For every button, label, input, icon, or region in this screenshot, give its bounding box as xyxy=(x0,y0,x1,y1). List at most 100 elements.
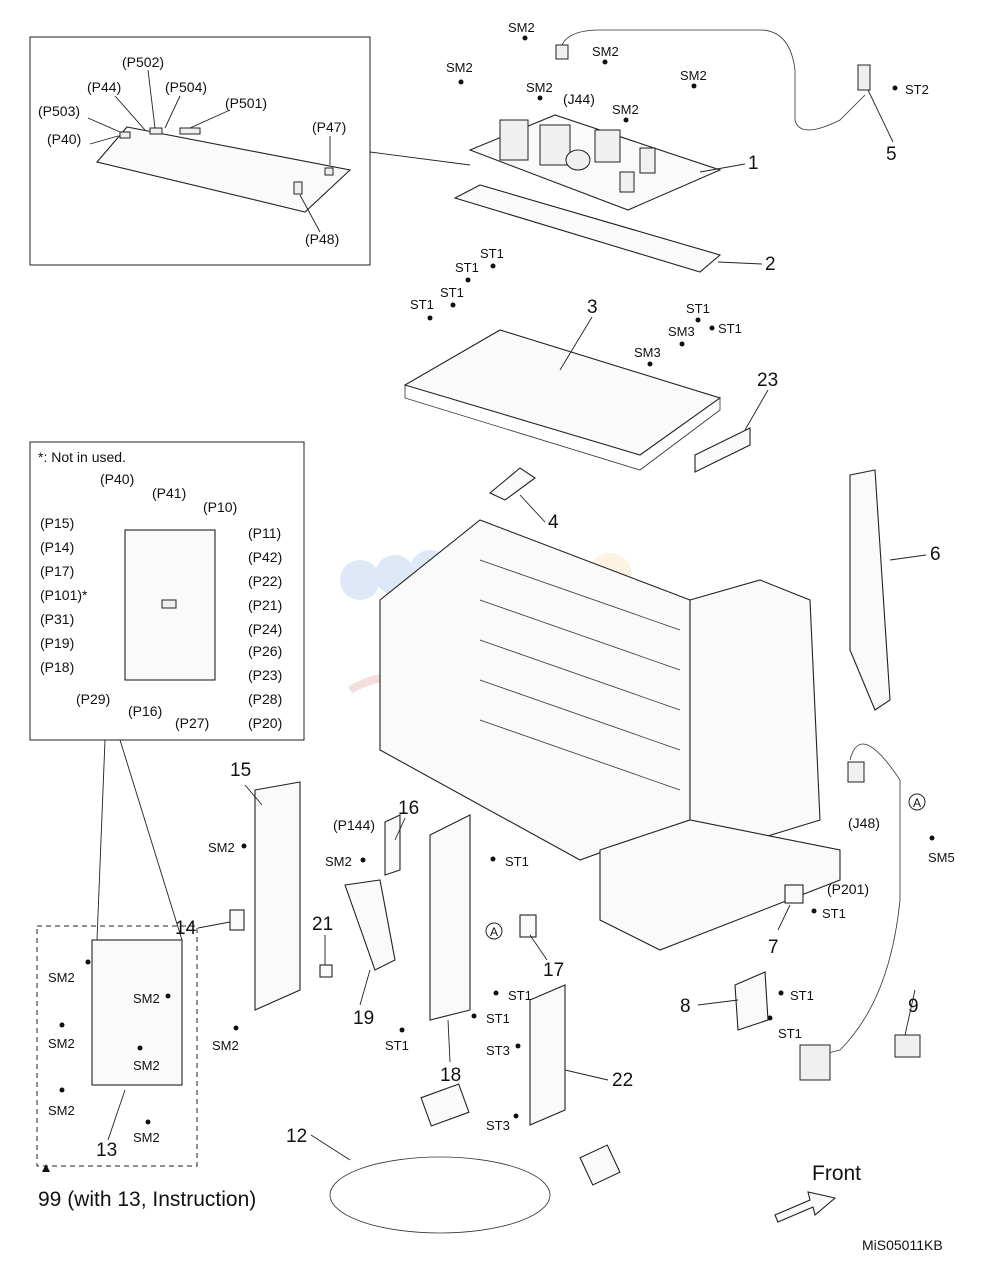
front-label: Front xyxy=(812,1162,861,1185)
conn-label: (P22) xyxy=(248,573,282,589)
svg-text:(P201): (P201) xyxy=(827,881,869,897)
svg-text:ST1: ST1 xyxy=(385,1038,409,1053)
part-6 xyxy=(849,469,891,711)
ref-a-marker xyxy=(485,922,503,940)
part-number: 14 xyxy=(175,918,197,939)
conn-label: (P47) xyxy=(312,119,346,135)
conn-label: (P40) xyxy=(100,471,134,487)
part-2-bracket xyxy=(453,184,722,273)
svg-text:ST1: ST1 xyxy=(718,321,742,336)
part-number: 23 xyxy=(757,370,778,391)
svg-text:SM2: SM2 xyxy=(680,68,707,83)
conn-label: (P19) xyxy=(40,635,74,651)
part-14 xyxy=(229,909,245,931)
part-number: 6 xyxy=(930,544,941,565)
conn-label: (P504) xyxy=(165,79,207,95)
part-number: 5 xyxy=(886,144,897,165)
part-number: 1 xyxy=(748,153,759,174)
conn-label: (P20) xyxy=(248,715,282,731)
conn-label: (P48) xyxy=(305,231,339,247)
part-4 xyxy=(488,467,536,501)
part-number: 15 xyxy=(230,760,251,781)
svg-text:ST1: ST1 xyxy=(480,246,504,261)
main-frame xyxy=(379,519,691,861)
svg-text:SM2: SM2 xyxy=(208,840,235,855)
unused-note: *: Not in used. xyxy=(38,449,126,465)
svg-text:ST1: ST1 xyxy=(486,1011,510,1026)
part-number: 18 xyxy=(440,1065,461,1086)
part-13-board xyxy=(91,939,183,1086)
main-frame-side xyxy=(689,579,821,861)
part-number: 22 xyxy=(612,1070,633,1091)
svg-text:SM2: SM2 xyxy=(592,44,619,59)
svg-text:ST1: ST1 xyxy=(686,301,710,316)
part-23 xyxy=(694,427,751,473)
part-number: 4 xyxy=(548,512,559,533)
conn-label: (P11) xyxy=(248,525,281,541)
part-number: 12 xyxy=(286,1126,307,1147)
conn-label: (P44) xyxy=(87,79,121,95)
kit-label: 99 (with 13, Instruction) xyxy=(38,1188,256,1211)
svg-text:ST1: ST1 xyxy=(822,906,846,921)
board-detail-box-left xyxy=(29,441,305,741)
conn-label: (P501) xyxy=(225,95,267,111)
conn-label: (P41) xyxy=(152,485,186,501)
svg-text:ST3: ST3 xyxy=(486,1043,510,1058)
svg-text:(P144): (P144) xyxy=(333,817,375,833)
part-15 xyxy=(254,781,301,1011)
svg-text:ST2: ST2 xyxy=(905,82,929,97)
svg-text:SM3: SM3 xyxy=(668,324,695,339)
part-number: 9 xyxy=(908,996,919,1017)
part-22 xyxy=(529,984,566,1126)
part-number: 7 xyxy=(768,937,779,958)
conn-label: (P18) xyxy=(40,659,74,675)
svg-text:SM2: SM2 xyxy=(612,102,639,117)
conn-label: (P17) xyxy=(40,563,74,579)
conn-label: (P31) xyxy=(40,611,74,627)
part-number: 21 xyxy=(312,914,333,935)
screw-labels: SM2 SM2 SM2 SM2 SM2 SM2 (J44) ST2 ST1 ST… xyxy=(48,20,955,1145)
svg-text:SM5: SM5 xyxy=(928,850,955,865)
part-18 xyxy=(429,814,471,1021)
part-9-cable xyxy=(799,743,901,1061)
svg-text:SM2: SM2 xyxy=(325,854,352,869)
part-21 xyxy=(319,964,333,978)
svg-text:SM2: SM2 xyxy=(133,1130,160,1145)
svg-text:(J48): (J48) xyxy=(848,815,880,831)
svg-text:SM2: SM2 xyxy=(48,1103,75,1118)
conn-label: (P28) xyxy=(248,691,282,707)
conn-label: (P14) xyxy=(40,539,74,555)
part-12-cord xyxy=(329,1156,551,1234)
svg-text:(J44): (J44) xyxy=(563,91,595,107)
part-number: 2 xyxy=(765,254,776,275)
svg-text:A: A xyxy=(490,925,498,939)
part-number: 16 xyxy=(398,798,419,819)
conn-label: (P21) xyxy=(248,597,282,613)
part-number: 17 xyxy=(543,960,564,981)
part-number: 3 xyxy=(587,297,598,318)
conn-label: (P40) xyxy=(47,131,81,147)
conn-label: (P15) xyxy=(40,515,74,531)
conn-label: (P24) xyxy=(248,621,282,637)
svg-text:ST1: ST1 xyxy=(410,297,434,312)
part-number: 8 xyxy=(680,996,691,1017)
conn-label: (P16) xyxy=(128,703,162,719)
front-arrow-icon xyxy=(774,1191,837,1223)
conn-label: (P10) xyxy=(203,499,237,515)
part-7 xyxy=(784,884,804,904)
ref-a-marker xyxy=(908,793,926,811)
svg-text:ST1: ST1 xyxy=(508,988,532,1003)
board-13-dashed-box xyxy=(36,925,198,1167)
conn-label: (P502) xyxy=(122,54,164,70)
part-8 xyxy=(734,971,769,1031)
conn-label: (P42) xyxy=(248,549,282,565)
board-detail-top-shape xyxy=(95,126,352,213)
svg-text:ST1: ST1 xyxy=(790,988,814,1003)
svg-text:A: A xyxy=(913,796,921,810)
conn-label: (P26) xyxy=(248,643,282,659)
svg-text:SM2: SM2 xyxy=(48,970,75,985)
svg-text:SM2: SM2 xyxy=(446,60,473,75)
board-detail-box-top xyxy=(29,36,371,266)
svg-text:SM3: SM3 xyxy=(634,345,661,360)
part-16 xyxy=(384,814,401,876)
